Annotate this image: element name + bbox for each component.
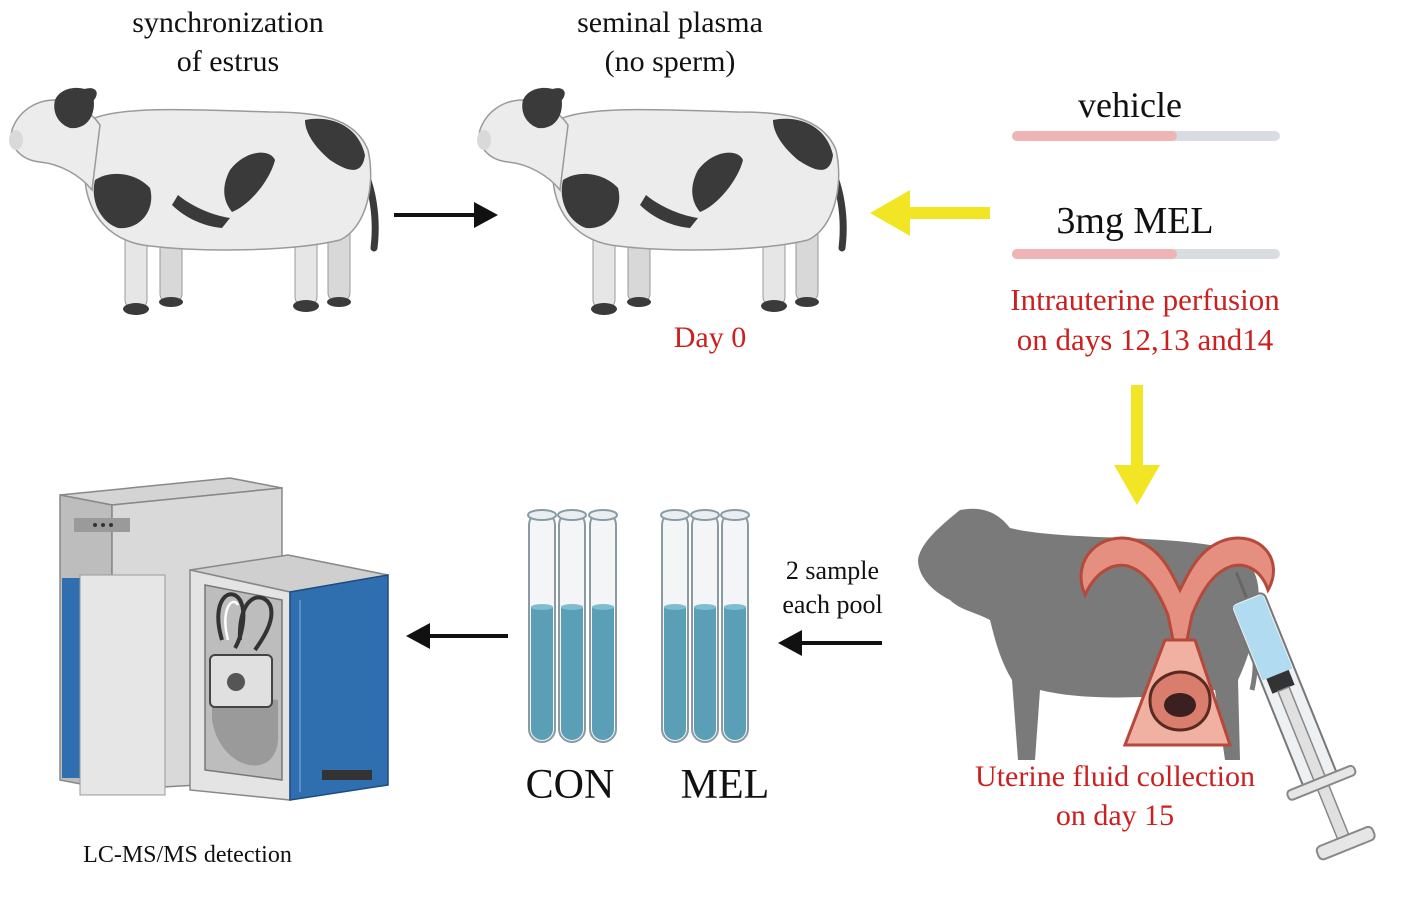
- arrow-left-icon: [406, 623, 508, 649]
- perfusion-bar-icon: [1012, 249, 1280, 259]
- mel-label: MEL: [680, 762, 770, 808]
- pool-label-line1: 2 sample: [785, 556, 880, 585]
- seminal-label-line2: (no sperm): [604, 45, 736, 78]
- pool-label-line2: each pool: [782, 589, 883, 619]
- collection-label-line2: on day 15: [1055, 799, 1175, 832]
- day0-label: Day 0: [673, 321, 747, 354]
- mel-dose-label: 3mg MEL: [1056, 200, 1214, 242]
- vehicle-label: vehicle: [1078, 85, 1182, 125]
- cow-icon: [9, 84, 375, 315]
- test-tube-icon: [660, 509, 690, 743]
- lcms-label: LC-MS/MS detection: [83, 842, 292, 868]
- arrow-right-icon: [394, 202, 498, 228]
- test-tube-icon: [557, 509, 587, 743]
- syringe-icon: [1230, 571, 1376, 861]
- test-tube-icon: [527, 509, 557, 743]
- perfusion-label-line2: on days 12,13 and14: [1016, 322, 1274, 358]
- seminal-plasma-label: seminal plasma (no sperm): [540, 3, 800, 81]
- sync-label-line2: of estrus: [176, 45, 280, 78]
- test-tube-icon: [690, 509, 720, 743]
- mass-spectrometer-icon: [59, 477, 389, 801]
- arrow-left-icon: [778, 630, 882, 656]
- arrow-left-yellow-icon: [870, 190, 990, 236]
- seminal-label-line1: seminal plasma: [577, 6, 763, 39]
- perfusion-label: Intrauterine perfusion on days 12,13 and…: [960, 280, 1330, 361]
- perfusion-bar-icon: [1012, 131, 1280, 141]
- test-tube-icon: [720, 509, 750, 743]
- sync-label-line1: synchronization: [132, 6, 324, 39]
- collection-label-line1: Uterine fluid collection: [975, 760, 1255, 793]
- uterus-icon: [1079, 536, 1275, 747]
- con-label: CON: [525, 762, 615, 808]
- pool-label: 2 sample each pool: [760, 554, 905, 622]
- arrow-down-yellow-icon: [1114, 385, 1160, 505]
- collection-label: Uterine fluid collection on day 15: [935, 757, 1295, 835]
- perfusion-label-line1: Intrauterine perfusion: [1010, 282, 1280, 317]
- test-tube-icon: [588, 509, 618, 743]
- sync-label: synchronization of estrus: [98, 3, 358, 81]
- cow-icon: [477, 84, 843, 315]
